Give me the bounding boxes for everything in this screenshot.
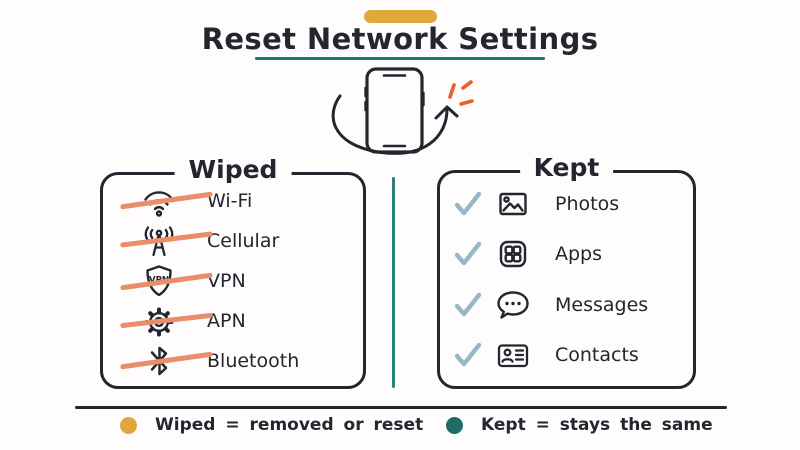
wiped-legend-dot	[120, 416, 137, 434]
phone-restart-illustration	[323, 60, 498, 162]
kept-panel-title: Kept	[519, 153, 614, 182]
center-divider	[392, 177, 395, 388]
kept-item-contacts: Contacts	[440, 335, 693, 375]
wiped-panel: Wiped Wi-Fi	[100, 155, 366, 389]
kept-item-messages: Messages	[440, 285, 693, 325]
kept-item-apps: Apps	[440, 234, 693, 274]
kept-item-label: Messages	[555, 293, 649, 316]
kept-item-label: Photos	[555, 193, 620, 216]
phone-icon	[364, 67, 425, 154]
wiped-panel-title: Wiped	[174, 155, 292, 184]
checkmark-icon	[453, 239, 483, 269]
kept-legend-label: Kept = stays the same	[481, 415, 713, 435]
page-title: Reset Network Settings	[201, 22, 599, 56]
checkmark-icon	[453, 290, 483, 320]
wiped-item-apn: APN	[103, 301, 363, 341]
footer-divider-line	[75, 406, 727, 409]
wiped-item-label: APN	[207, 310, 246, 332]
apps-grid-icon	[493, 234, 533, 274]
wifi-icon	[120, 181, 213, 221]
wiped-item-vpn: VPN VPN	[103, 261, 363, 301]
wiped-item-label: Wi-Fi	[207, 190, 253, 212]
wiped-item-label: VPN	[207, 270, 246, 292]
kept-item-label: Contacts	[555, 343, 639, 366]
legend-kept: Kept = stays the same	[446, 415, 713, 435]
kept-legend-dot	[446, 416, 463, 434]
wiped-item-cellular: Cellular	[103, 221, 363, 261]
wiped-item-label: Bluetooth	[207, 350, 300, 372]
vpn-shield-icon: VPN	[120, 261, 213, 301]
title-underline	[255, 57, 545, 60]
cellular-tower-icon	[120, 221, 213, 261]
kept-panel: Kept Photos	[437, 153, 696, 389]
legend-wiped: Wiped = removed or reset	[120, 415, 423, 435]
wiped-item-bluetooth: Bluetooth	[103, 341, 363, 381]
message-bubble-icon	[493, 285, 533, 325]
contact-card-icon	[493, 335, 533, 375]
checkmark-icon	[453, 189, 483, 219]
checkmark-icon	[453, 340, 483, 370]
wiped-legend-label: Wiped = removed or reset	[155, 415, 424, 435]
wiped-item-label: Cellular	[207, 230, 280, 252]
photo-icon	[493, 184, 533, 224]
kept-item-label: Apps	[555, 243, 603, 266]
kept-item-photos: Photos	[440, 184, 693, 224]
wiped-item-wifi: Wi-Fi	[103, 181, 363, 221]
bluetooth-icon	[120, 341, 213, 381]
header-accent-pill	[364, 10, 437, 23]
gear-icon	[120, 301, 213, 341]
spark-icon	[448, 80, 474, 106]
